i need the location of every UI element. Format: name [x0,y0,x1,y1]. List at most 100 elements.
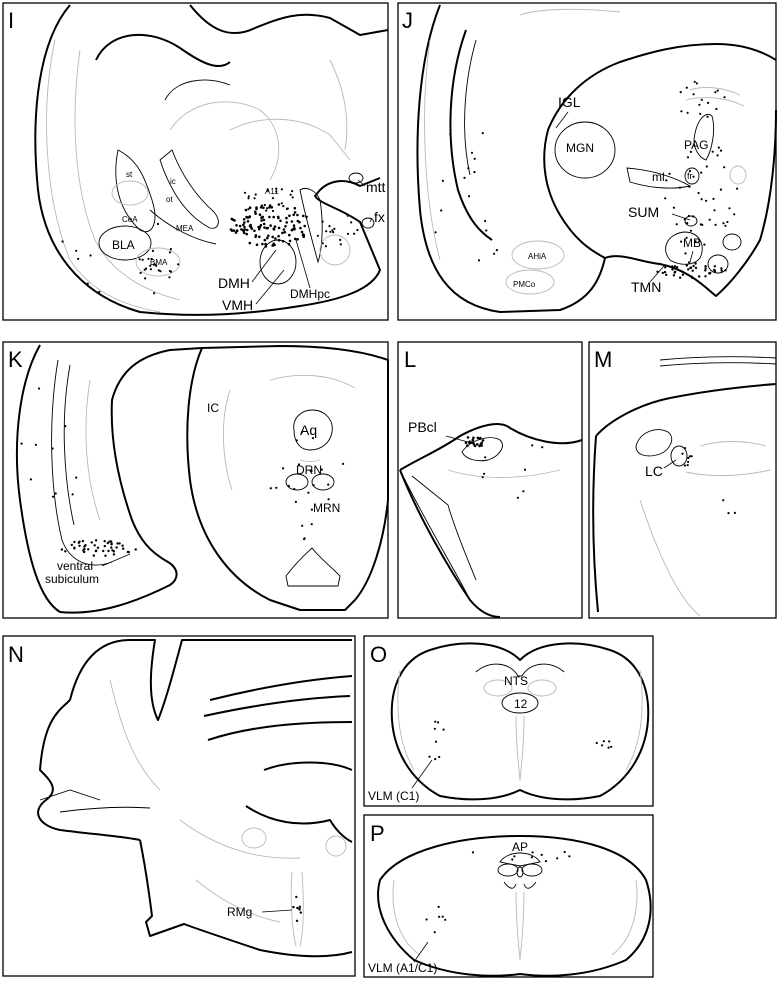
labeled-neuron-dot [243,228,246,231]
labeled-neuron-dot [493,252,496,255]
labeled-neuron-dot [38,387,41,390]
labeled-neuron-dot [295,439,298,442]
panel-m-contour-a [699,441,767,447]
labeled-neuron-dot [656,270,659,273]
labeled-neuron-dot [291,196,294,199]
labeled-neuron-dot [595,741,598,745]
labeled-neuron-dot [310,469,313,472]
labeled-neuron-dot [258,213,262,216]
labeled-neuron-dot [713,265,717,268]
labeled-neuron-dot [271,197,275,200]
panel-l-brain-left [399,469,501,618]
label-vmh: VMH [222,297,253,313]
panel-i-bla-nucleus [98,225,152,261]
labeled-neuron-dot [437,905,440,909]
labeled-neuron-dot [139,271,142,274]
leader-fx [369,217,373,223]
label-ml: ml [652,170,665,184]
panel-j-sum-tract [684,215,698,227]
labeled-neuron-dot [296,238,299,241]
labeled-neuron-dot [700,198,703,201]
labeled-neuron-dot [310,523,313,526]
panel-j-ahia-region [511,240,565,270]
panel-p-midline-left [515,891,521,961]
labeled-neuron-dot [277,234,280,238]
labeled-neuron-dot [665,179,668,182]
labeled-neuron-dot [480,444,484,447]
labeled-neuron-dot [169,248,172,251]
labeled-neuron-dot [719,188,723,191]
labeled-neuron-dot [168,269,171,273]
labeled-neuron-dot [705,165,708,168]
labeled-neuron-dot [610,745,613,748]
panel-i: I st ic ot CeA MEA BLA BMA A11 mtt fx DM… [2,2,389,321]
labeled-neuron-dot [310,508,313,511]
labeled-neuron-dot [688,169,692,173]
labeled-neuron-dot [680,110,683,113]
labeled-neuron-dot [298,905,302,908]
label-ahia: AHiA [528,252,547,261]
labeled-neuron-dot [668,172,671,175]
labeled-neuron-dot [470,151,474,154]
labeled-neuron-dot [728,207,731,210]
labeled-neuron-dot [287,242,291,246]
labeled-neuron-dot [686,222,689,225]
labeled-neuron-dot [302,235,306,238]
labeled-neuron-dot [268,215,271,219]
panel-j-fr-tract [684,167,700,185]
labeled-neuron-dot [277,203,281,206]
labeled-neuron-dot [240,228,243,231]
labeled-neuron-dot [280,188,283,191]
labeled-neuron-dot [248,224,252,228]
labeled-neuron-dot [724,269,727,272]
labeled-neuron-dot [292,224,296,227]
labeled-neuron-dot [466,436,470,439]
labeled-neuron-dot [698,103,701,106]
labeled-neuron-dot [523,468,527,471]
panel-i-label-dots [61,187,359,295]
panel-n-letter: N [8,642,24,667]
labeled-neuron-dot [541,446,544,449]
labeled-neuron-dot [259,223,263,227]
labeled-neuron-dot [719,149,723,152]
labeled-neuron-dot [263,238,267,242]
labeled-neuron-dot [268,204,272,207]
labeled-neuron-dot [683,447,687,450]
labeled-neuron-dot [466,444,469,447]
panel-i-frame [2,2,389,321]
labeled-neuron-dot [691,269,694,272]
labeled-neuron-dot [672,206,676,209]
labeled-neuron-dot [265,226,269,230]
labeled-neuron-dot [243,191,247,194]
panel-j-hippo-outer [449,29,493,241]
labeled-neuron-dot [556,857,559,860]
label-sum: SUM [628,204,659,220]
labeled-neuron-dot [253,197,256,200]
labeled-neuron-dot [434,758,437,761]
labeled-neuron-dot [153,292,156,295]
labeled-neuron-dot [118,542,121,545]
labeled-neuron-dot [258,235,261,239]
labeled-neuron-dot [690,455,693,458]
labeled-neuron-dot [253,229,256,233]
labeled-neuron-dot [328,225,331,228]
label-tmn: TMN [631,279,661,295]
labeled-neuron-dot [685,236,688,239]
labeled-neuron-dot [703,243,706,246]
label-fr: fr [687,171,693,181]
labeled-neuron-dot [106,541,110,545]
labeled-neuron-dot [266,207,269,210]
labeled-neuron-dot [687,456,690,460]
panel-k-hippo-outline [15,344,203,614]
panel-p-medulla-outline [377,835,652,977]
labeled-neuron-dot [245,232,248,236]
labeled-neuron-dot [285,216,288,220]
label-pag: PAG [684,138,708,152]
panel-p-ap-left [497,863,519,877]
labeled-neuron-dot [712,197,715,200]
panel-k-aqueduct [293,409,333,451]
labeled-neuron-dot [272,215,276,219]
label-subiculum: subiculum [45,572,99,586]
labeled-neuron-dot [150,257,153,260]
label-igl: IGL [558,94,581,110]
